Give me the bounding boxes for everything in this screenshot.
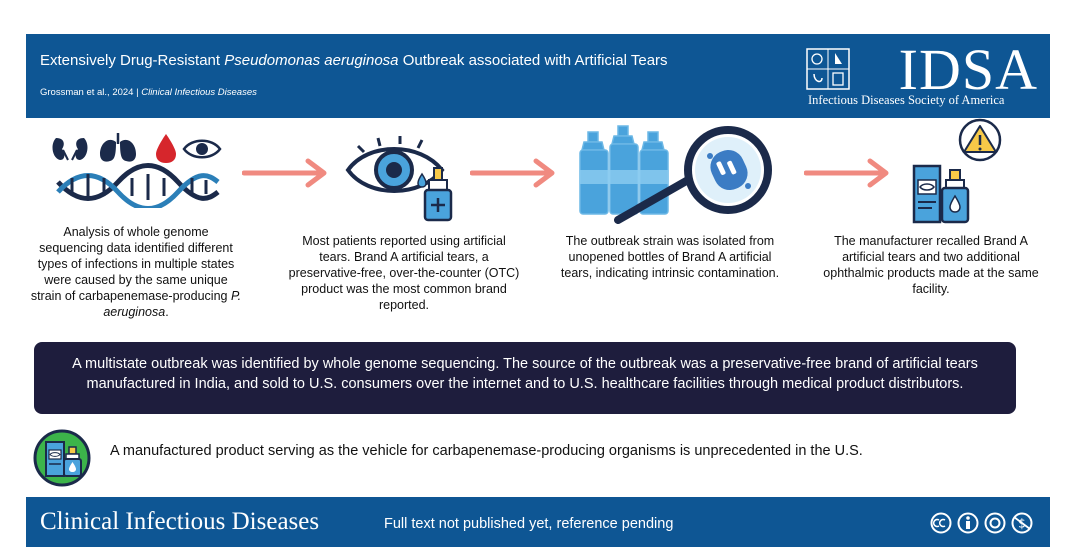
citation: Grossman et al., 2024 | Clinical Infecti…	[40, 87, 257, 98]
title-organism: Pseudomonas aeruginosa	[224, 52, 399, 69]
step3-text: The outbreak strain was isolated from un…	[560, 234, 780, 280]
nc-icon: $	[1011, 512, 1033, 534]
title-text-end: Outbreak associated with Artificial Tear…	[398, 52, 668, 69]
footer-journal: Clinical Infectious Diseases	[40, 508, 320, 535]
recalled-products-icon	[912, 118, 1002, 224]
arrow-right-icon	[242, 158, 327, 188]
footer-status: Full text not published yet, reference p…	[384, 516, 674, 532]
bottles-magnifier-icon	[579, 125, 772, 224]
bacteria-icon	[707, 149, 751, 191]
step2-text: Most patients reported using artificial …	[288, 234, 520, 312]
footer-bar: Clinical Infectious Diseases Full text n…	[26, 497, 1050, 547]
title-text: Extensively Drug-Resistant	[40, 52, 225, 69]
arrow-right-icon	[470, 158, 555, 188]
step1-illustration	[52, 133, 222, 208]
sa-icon	[984, 512, 1006, 534]
dna-icon	[56, 163, 220, 208]
arrow-right-icon	[804, 158, 889, 188]
blood-drop-icon	[156, 134, 176, 163]
idsa-logo: IDSA Infectious Diseases Society of Amer…	[806, 37, 1038, 112]
product-badge-icon	[33, 429, 91, 487]
by-icon	[957, 512, 979, 534]
step1-text-end: .	[165, 305, 169, 319]
step4-text: The manufacturer recalled Brand A artifi…	[823, 234, 1039, 296]
cc-icon	[930, 512, 952, 534]
citation-journal: Clinical Infectious Diseases	[141, 87, 257, 98]
step1-text: Analysis of whole genome sequencing data…	[30, 224, 242, 320]
cc-icons: $	[930, 512, 1033, 534]
eye-drop-icon	[345, 136, 453, 222]
lungs-icon	[100, 133, 136, 162]
summary-banner: A multistate outbreak was identified by …	[34, 342, 1016, 414]
idsa-emblem-icon	[806, 48, 850, 90]
infographic: Extensively Drug-Resistant Pseudomonas a…	[26, 34, 1050, 547]
note-text: A manufactured product serving as the ve…	[110, 443, 863, 459]
kidneys-icon	[52, 138, 88, 161]
citation-separator: |	[136, 87, 139, 98]
step1-organism: P. aeruginosa	[103, 289, 242, 319]
eye-icon	[182, 139, 222, 159]
page-title: Extensively Drug-Resistant Pseudomonas a…	[40, 52, 668, 69]
header-bar: Extensively Drug-Resistant Pseudomonas a…	[26, 34, 1050, 118]
citation-authors: Grossman et al., 2024	[40, 87, 134, 98]
warning-icon	[958, 118, 1002, 162]
step1-text-main: Analysis of whole genome sequencing data…	[30, 225, 235, 303]
logo-subtitle: Infectious Diseases Society of America	[808, 93, 1005, 107]
logo-wordmark: IDSA	[898, 37, 1038, 102]
